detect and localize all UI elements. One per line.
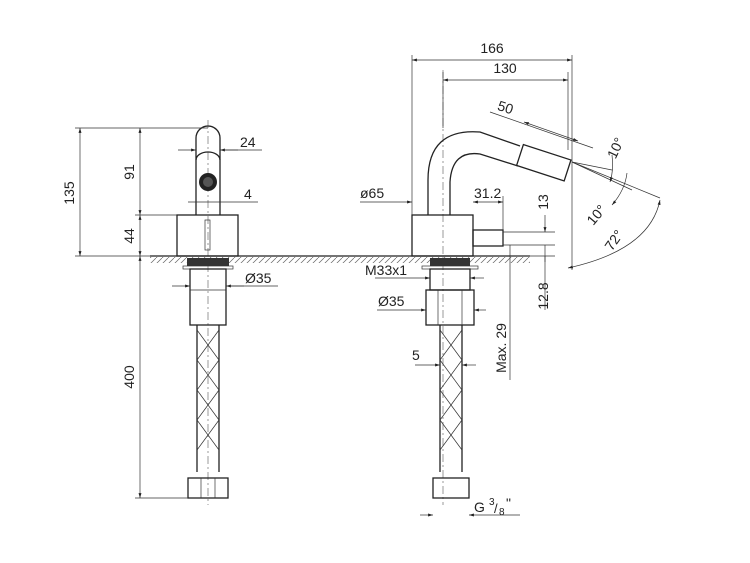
lever xyxy=(472,229,504,247)
hose-fitting-front xyxy=(187,477,229,499)
angle-up: 10° xyxy=(604,135,627,161)
dim-connection: G 3 / 8 " xyxy=(474,495,511,518)
dim-max-thickness: Max. 29 xyxy=(493,323,509,373)
dim-body-height: 44 xyxy=(121,228,137,244)
dim-spout-width: 24 xyxy=(240,134,256,150)
angle-total: 72° xyxy=(601,227,626,254)
dim-total-height: 135 xyxy=(61,181,77,205)
nozzle xyxy=(515,143,572,182)
hex-nut xyxy=(425,289,475,326)
hose-front xyxy=(196,325,220,472)
dim-shank-diameter: Ø35 xyxy=(245,270,272,286)
angle-down: 10° xyxy=(583,202,609,229)
dim-total-reach: 166 xyxy=(480,40,504,56)
front-view: 135 91 44 400 24 4 Ø35 xyxy=(61,120,278,505)
dim-nozzle-length: 50 xyxy=(496,97,516,117)
dim-thread: M33x1 xyxy=(365,262,407,278)
dim-body-diameter: ø65 xyxy=(360,185,384,201)
side-view: 166 130 50 ø65 31.2 13 M33x1 Ø35 12.8 Ma… xyxy=(360,40,661,518)
body-side xyxy=(411,214,474,257)
connection-numerator: 3 xyxy=(489,497,495,508)
dim-hose-length: 400 xyxy=(121,365,137,389)
dim-lever-length: 31.2 xyxy=(474,185,501,201)
hose-fitting-side xyxy=(432,477,470,499)
body-front xyxy=(176,214,239,257)
dim-spout-reach: 130 xyxy=(493,60,517,76)
hose-side xyxy=(439,325,463,472)
connection-label: G xyxy=(474,499,485,515)
connection-slash: / xyxy=(494,501,498,516)
spout-front xyxy=(195,125,221,215)
dim-lever-height: 13 xyxy=(535,194,551,210)
connection-unit: " xyxy=(506,495,511,511)
dim-gap: 4 xyxy=(244,186,252,202)
dim-spout-height: 91 xyxy=(121,164,137,180)
dim-hose-offset: 5 xyxy=(412,347,420,363)
dim-thread-depth: 12.8 xyxy=(535,282,551,309)
dim-shank-diameter-side: Ø35 xyxy=(378,293,405,309)
connection-denominator: 8 xyxy=(499,507,505,518)
spout-side xyxy=(427,131,521,215)
